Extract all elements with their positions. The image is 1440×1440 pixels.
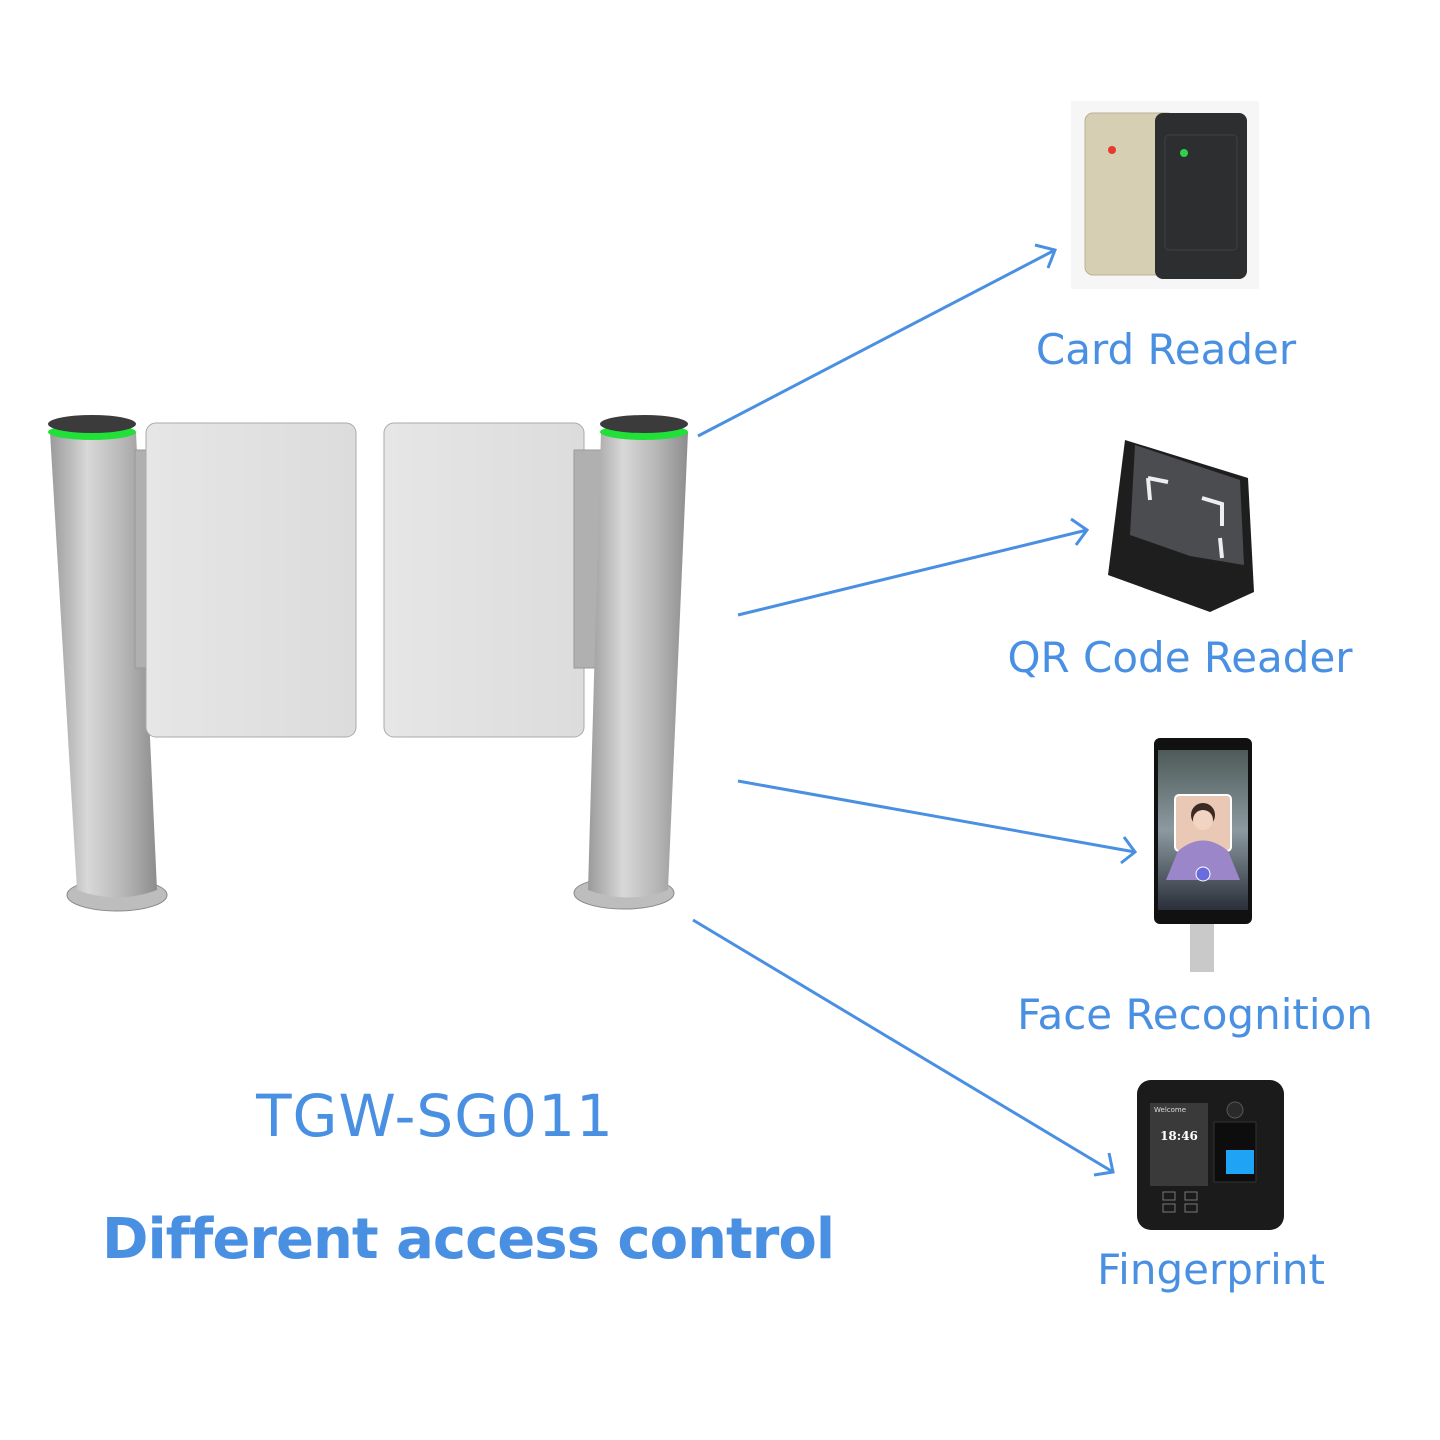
arrow-qr-reader	[737, 517, 1090, 617]
card-reader-image	[1071, 101, 1259, 289]
arrows	[692, 243, 1138, 1177]
fingerprint-screen-time: 18:46	[1160, 1129, 1198, 1143]
turnstile-gate	[48, 415, 688, 912]
fingerprint-label: Fingerprint	[1097, 1245, 1325, 1294]
fingerprint-screen-title: Welcome	[1154, 1106, 1186, 1114]
qr-code-reader-label: QR Code Reader	[1007, 633, 1353, 682]
qr-reader-image	[1108, 440, 1254, 612]
arrow-card-reader	[697, 243, 1058, 438]
model-number: TGW-SG011	[256, 1082, 614, 1150]
face-recognition-label: Face Recognition	[1017, 990, 1373, 1039]
arrow-fingerprint	[692, 918, 1115, 1177]
fingerprint-device-image: Welcome 18:46	[1137, 1080, 1284, 1230]
arrow-face-recognition	[737, 779, 1138, 865]
card-reader-label: Card Reader	[1035, 325, 1297, 374]
tagline-heading: Different access control	[101, 1207, 835, 1272]
face-recognition-image	[1154, 738, 1252, 972]
